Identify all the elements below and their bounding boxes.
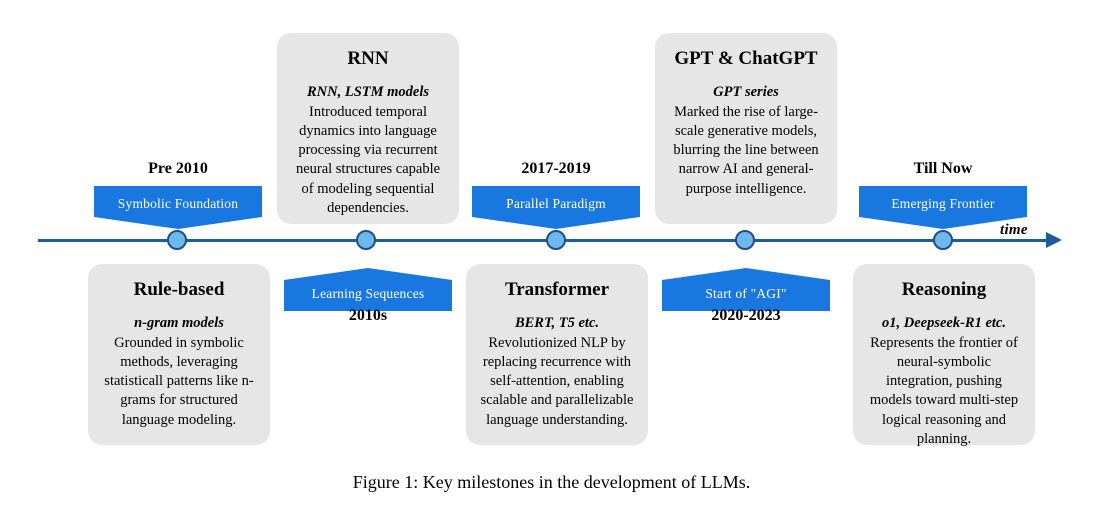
axis-time-label: time	[1000, 222, 1028, 238]
banner-learning-sequences: Learning Sequences	[284, 268, 452, 311]
card-body: Introduced temporal dynamics into langua…	[295, 103, 441, 216]
timeline-node-till-now[interactable]	[933, 230, 953, 250]
timeline-node-2020-2023[interactable]	[735, 230, 755, 250]
era-label-2017-2019: 2017-2019	[521, 160, 591, 177]
card-title: Rule-based	[133, 279, 225, 300]
timeline-axis	[38, 239, 1050, 242]
card-body: Revolutionized NLP by replacing recurren…	[480, 334, 634, 428]
banner-symbolic-foundation: Symbolic Foundation	[94, 186, 262, 229]
timeline-arrow-icon	[1046, 232, 1062, 248]
banner-parallel-paradigm: Parallel Paradigm	[472, 186, 640, 229]
era-label-pre-2010: Pre 2010	[148, 160, 208, 177]
milestone-card-transformer: Transformer BERT, T5 etc. Revolutionized…	[466, 264, 648, 445]
era-label-2020-2023: 2020-2023	[711, 307, 781, 324]
timeline-node-2017-2019[interactable]	[546, 230, 566, 250]
card-body: Marked the rise of large-scale generativ…	[673, 103, 819, 197]
milestone-card-rnn: RNN RNN, LSTM models Introduced temporal…	[277, 33, 459, 224]
card-subtitle: GPT series	[713, 83, 779, 100]
card-subtitle: n-gram models	[134, 314, 224, 331]
card-title: Reasoning	[901, 279, 987, 300]
card-subtitle: BERT, T5 etc.	[514, 314, 600, 331]
milestone-card-reasoning: Reasoning o1, Deepseek-R1 etc. Represent…	[853, 264, 1035, 447]
card-subtitle: o1, Deepseek-R1 etc.	[881, 314, 1006, 331]
card-title: GPT & ChatGPT	[674, 48, 818, 69]
card-subtitle: RNN, LSTM models	[306, 83, 430, 100]
card-body: Grounded in symbolic methods, leveraging…	[104, 334, 254, 428]
milestone-card-rule-based: Rule-based n-gram models Grounded in sym…	[88, 264, 270, 445]
card-title: Transformer	[504, 279, 610, 300]
figure-caption: Figure 1: Key milestones in the developm…	[352, 472, 751, 492]
banner-start-of-agi: Start of "AGI"	[662, 268, 830, 311]
era-label-till-now: Till Now	[913, 160, 973, 177]
card-title: RNN	[347, 48, 389, 69]
timeline-node-2010s[interactable]	[356, 230, 376, 250]
milestone-card-gpt-chatgpt: GPT & ChatGPT GPT series Marked the rise…	[655, 33, 837, 224]
timeline-node-pre-2010[interactable]	[167, 230, 187, 250]
era-label-2010s: 2010s	[348, 307, 388, 324]
card-body: Represents the frontier of neural-symbol…	[869, 334, 1019, 447]
